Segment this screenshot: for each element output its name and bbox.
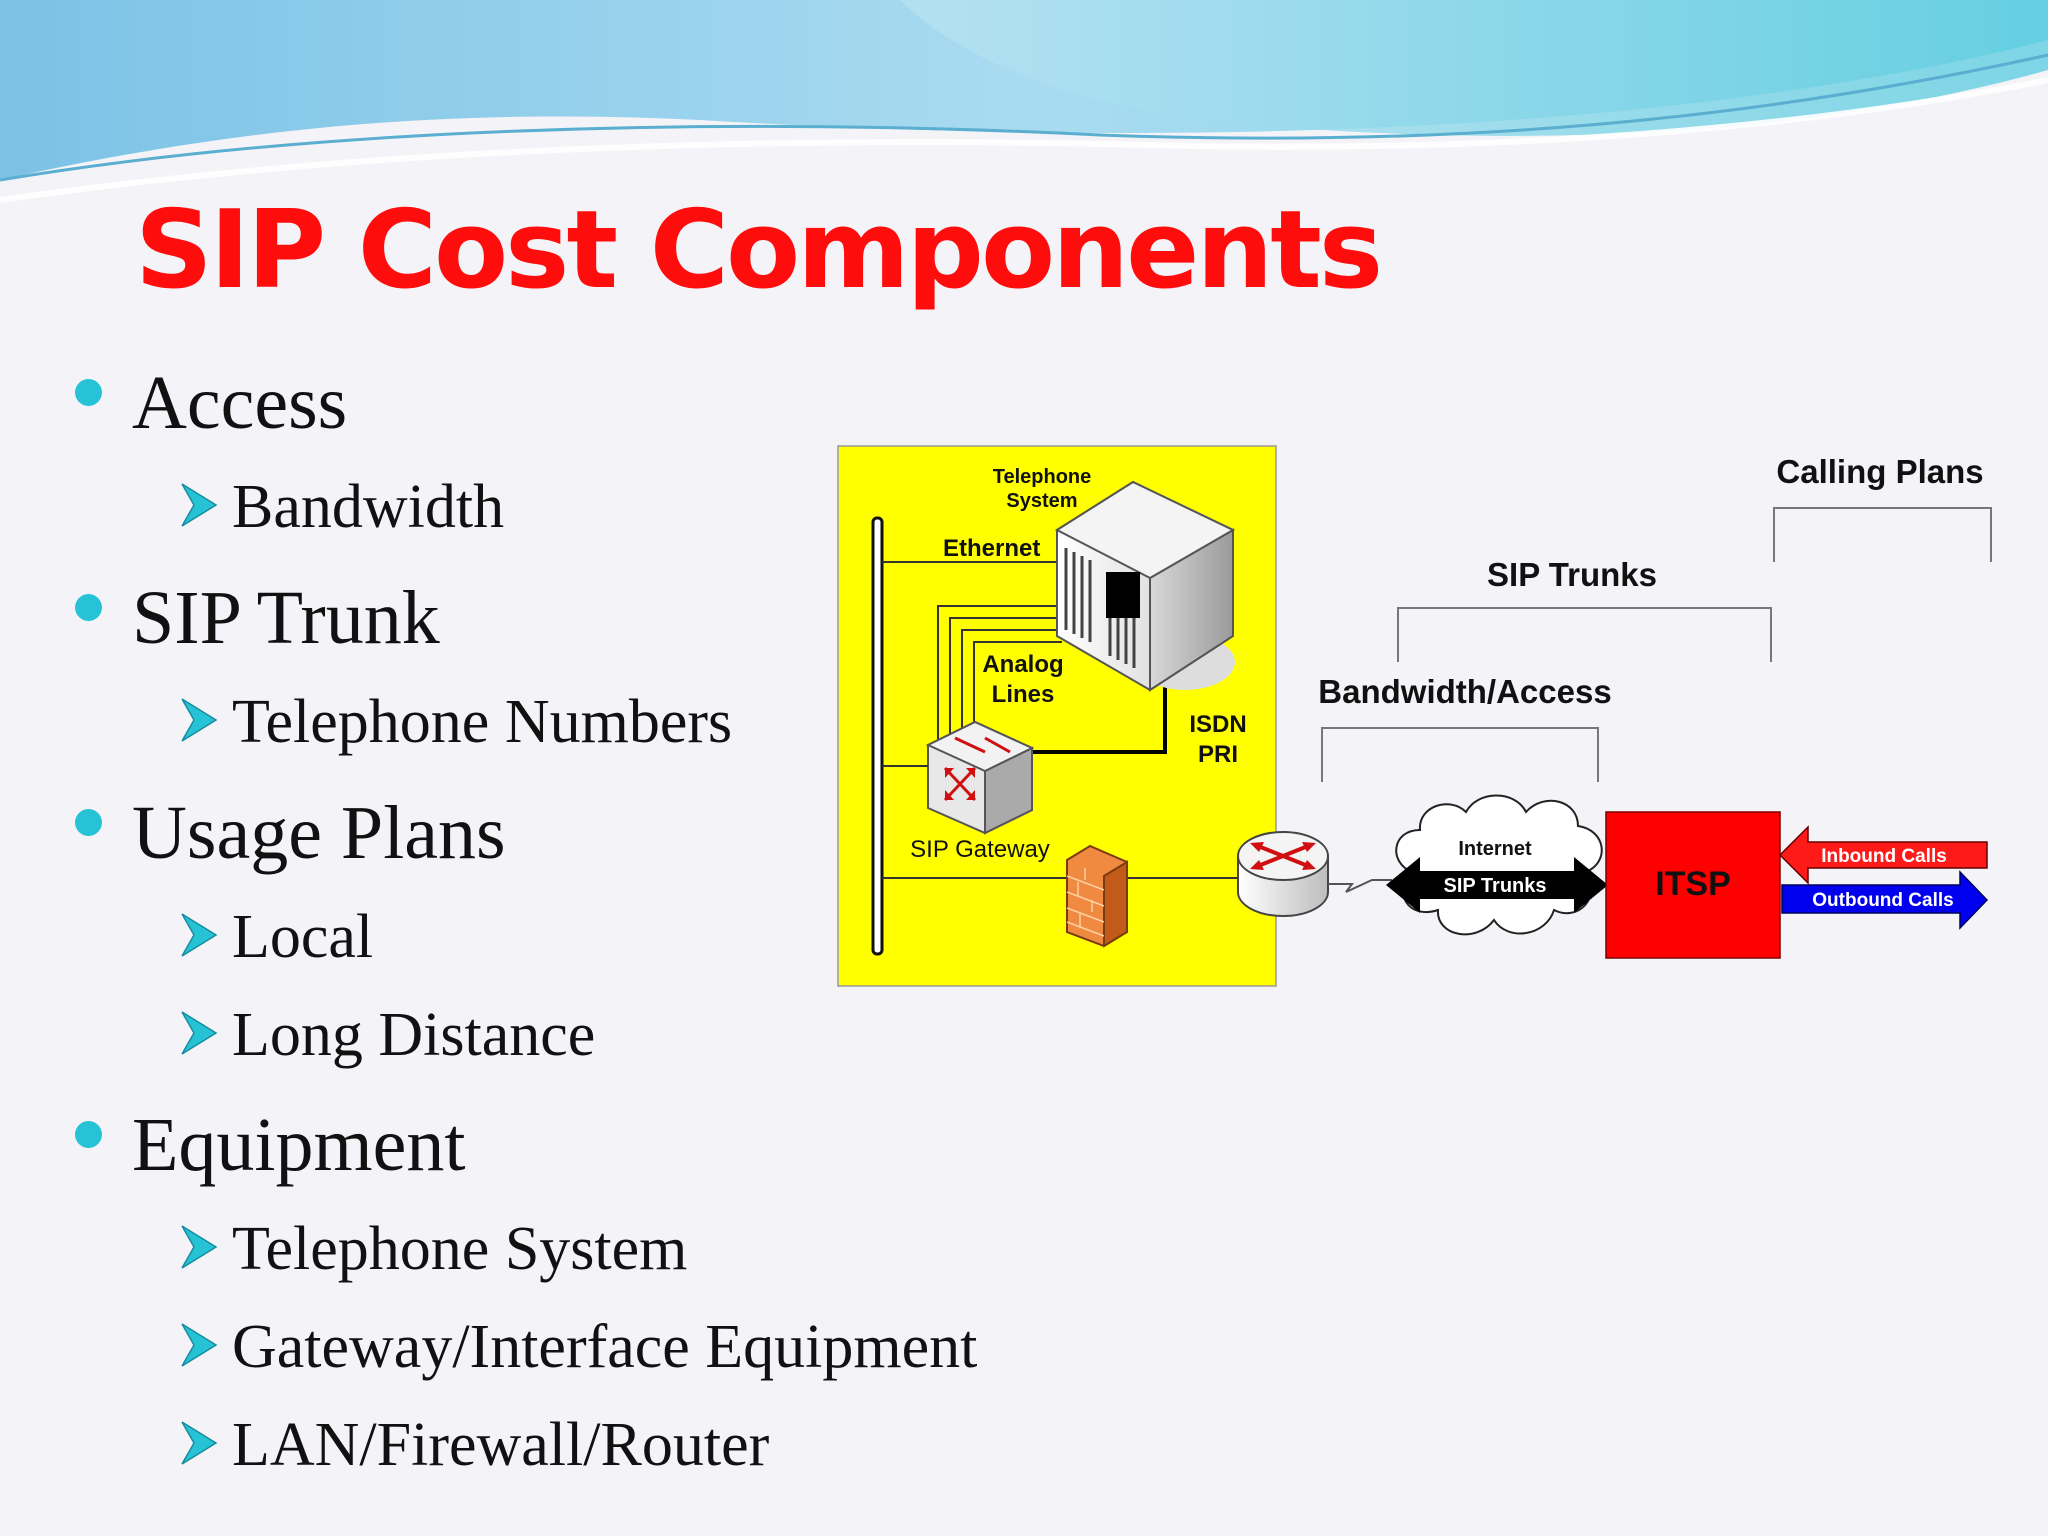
bullet-item: SIP Trunk (75, 575, 440, 662)
internet-cloud-icon (1395, 794, 1603, 936)
sub-bullet-text: Bandwidth (232, 473, 505, 541)
sub-bullet-item: LAN/Firewall/Router (178, 1410, 769, 1481)
sub-bullet-item: Long Distance (178, 1000, 595, 1071)
sip-gateway-icon (925, 720, 1035, 835)
sub-bullet-item: Bandwidth (178, 472, 504, 543)
bullet-text: Access (132, 361, 348, 445)
sip-trunks-arrow-label: SIP Trunks (1443, 875, 1546, 897)
analog-lines (937, 605, 1062, 748)
arrow-bullet-icon (181, 483, 218, 527)
wan-link-line (1328, 879, 1392, 893)
bullet-dot-icon (75, 594, 102, 622)
bullet-dot-icon (75, 1121, 102, 1149)
arrow-bullet-icon (181, 1421, 218, 1465)
arrow-bullet-icon (181, 913, 218, 957)
sub-bullet-item: Telephone System (178, 1214, 687, 1285)
analog-lines-label-line2: Lines (992, 681, 1055, 708)
header-wave-banner (0, 0, 2048, 203)
bandwidth-access-label: Bandwidth/Access (1318, 673, 1611, 710)
bullet-text: SIP Trunk (132, 576, 440, 660)
sip-trunks-double-arrow-icon (1386, 857, 1608, 913)
inbound-calls-label: Inbound Calls (1821, 846, 1947, 867)
outbound-calls-label: Outbound Calls (1812, 890, 1953, 911)
calling-plans-label: Calling Plans (1776, 453, 1983, 490)
arrow-bullet-icon (181, 1225, 218, 1269)
sip-gateway-label: SIP Gateway (910, 836, 1050, 863)
sub-bullet-item: Telephone Numbers (178, 687, 732, 758)
internet-label: Internet (1458, 838, 1532, 860)
telephone-system-label-line2: System (1006, 490, 1077, 512)
sip-trunks-label: SIP Trunks (1487, 556, 1657, 593)
bullet-dot-icon (75, 809, 102, 837)
arrow-bullet-icon (181, 1323, 218, 1367)
calling-plans-bracket (1773, 507, 1992, 562)
bullet-dot-icon (75, 379, 102, 407)
slide-title: SIP Cost Components (135, 188, 1383, 313)
sub-bullet-text: Gateway/Interface Equipment (232, 1313, 978, 1381)
router-icon (1237, 831, 1329, 917)
inbound-calls-arrow-icon (1778, 825, 1988, 885)
lan-bus-icon (871, 516, 884, 956)
sub-bullet-text: LAN/Firewall/Router (232, 1411, 770, 1479)
telephone-system-icon (1054, 480, 1236, 692)
sub-bullet-item: Gateway/Interface Equipment (178, 1312, 977, 1383)
bullet-text: Equipment (132, 1103, 466, 1187)
sub-bullet-text: Local (232, 903, 374, 971)
bullet-item: Equipment (75, 1102, 466, 1189)
firewall-icon (1066, 844, 1128, 948)
bullet-text: Usage Plans (132, 791, 506, 875)
itsp-box (1605, 811, 1781, 959)
bullet-item: Usage Plans (75, 790, 506, 877)
analog-lines-label-line1: Analog (982, 651, 1063, 678)
sub-bullet-text: Long Distance (232, 1001, 596, 1069)
bullet-list: Access Bandwidth SIP Trunk Telephone Num… (75, 360, 977, 1481)
bandwidth-access-bracket (1321, 727, 1599, 782)
isdn-label: ISDN (1189, 711, 1246, 738)
outbound-calls-arrow-icon (1781, 870, 1989, 930)
itsp-label: ITSP (1655, 865, 1731, 903)
sip-trunks-bracket (1397, 607, 1772, 662)
arrow-bullet-icon (181, 1011, 218, 1055)
bullet-item: Access (75, 360, 347, 447)
arrow-bullet-icon (181, 698, 218, 742)
pri-label: PRI (1198, 741, 1238, 768)
telephone-system-label-line1: Telephone (993, 466, 1092, 488)
sub-bullet-text: Telephone Numbers (232, 688, 733, 756)
sub-bullet-text: Telephone System (232, 1215, 688, 1283)
ethernet-label: Ethernet (943, 535, 1040, 562)
sub-bullet-item: Local (178, 902, 373, 973)
